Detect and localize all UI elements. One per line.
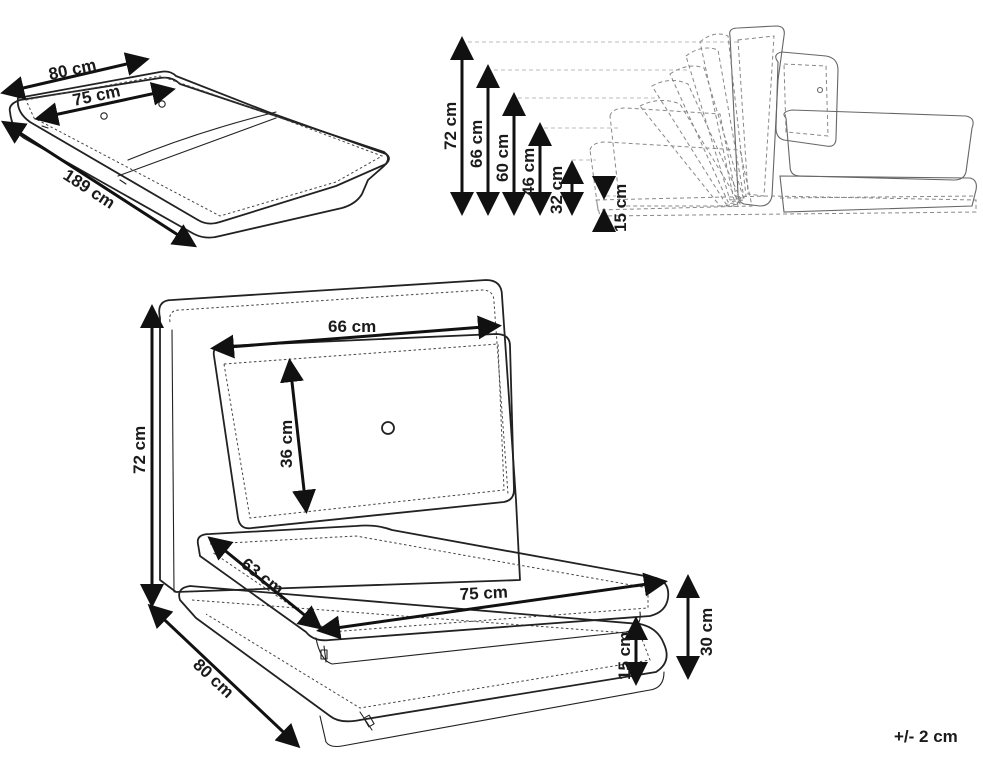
label-pillow-width: 66 cm [328,317,376,336]
label-recline-66: 66 cm [467,120,486,168]
chair-main-drawing: 72 cm 66 cm 36 cm 63 cm 75 cm 80 cm 30 c… [130,279,716,749]
label-pillow-height: 36 cm [277,420,296,468]
label-recline-46: 46 cm [519,148,538,196]
label-base-height: 15 cm [615,632,634,680]
flat-mattress-drawing: 80 cm 75 cm 189 cm [0,52,390,248]
label-top-length: 189 cm [60,165,119,212]
recline-positions-drawing: 72 cm 66 cm 60 cm 46 cm 32 cm 15 cm [441,25,977,232]
tolerance-note: +/- 2 cm [894,727,958,746]
label-recline-60: 60 cm [493,134,512,182]
label-recline-15: 15 cm [611,184,630,232]
label-recline-32: 32 cm [547,166,566,214]
label-recline-72: 72 cm [441,102,460,150]
label-seat-height: 30 cm [697,608,716,656]
label-seat-width: 75 cm [459,582,508,603]
label-chair-height: 72 cm [130,426,149,474]
label-top-width-outer: 80 cm [47,55,98,84]
label-base-width: 80 cm [189,655,237,702]
